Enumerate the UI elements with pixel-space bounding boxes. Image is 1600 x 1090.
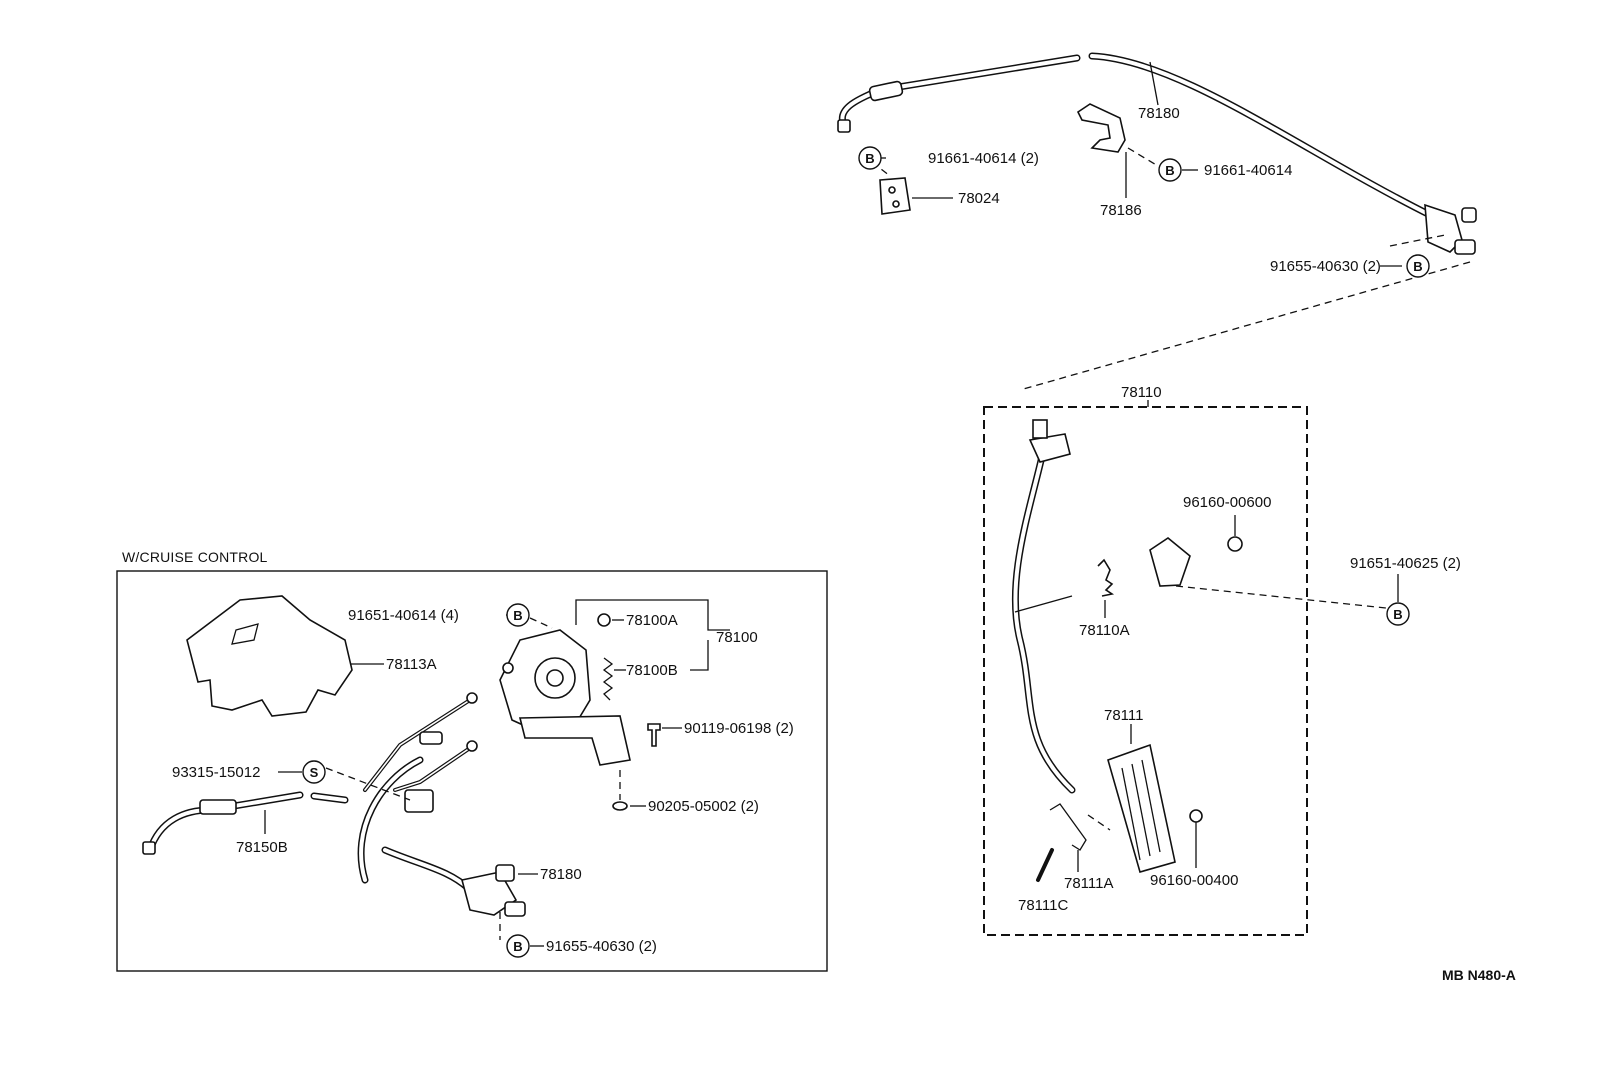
label-91651-40625: 91651-40625 (2) — [1350, 555, 1461, 572]
cruise-control-box — [116, 570, 828, 972]
marker-b-label: B — [1413, 259, 1422, 274]
leader-93315-dash — [325, 767, 411, 801]
marker-b-cruise-top: B — [506, 603, 530, 627]
bracket-plate-icon — [1149, 537, 1191, 587]
label-91661-40614: 91661-40614 — [1204, 162, 1292, 179]
marker-b-label: B — [513, 608, 522, 623]
label-78111C: 78111C — [1018, 897, 1068, 914]
bracket-78024-hole-2-icon — [892, 200, 900, 208]
pin-78111C-icon — [1036, 848, 1054, 882]
label-78111A: 78111A — [1064, 875, 1114, 892]
label-78024: 78024 — [958, 190, 1000, 207]
label-78180-top: 78180 — [1138, 105, 1180, 122]
nut-96160-00400-icon — [1189, 809, 1203, 823]
pedal-assembly-box — [983, 406, 1308, 936]
section-title: W/CRUISE CONTROL — [122, 549, 268, 565]
clip-78100A-icon — [597, 613, 611, 627]
bracket-78100-group — [575, 599, 730, 631]
cover-78113A — [186, 595, 353, 717]
marker-b-label: B — [1393, 607, 1402, 622]
label-78186: 78186 — [1100, 202, 1142, 219]
marker-b-label: B — [1165, 163, 1174, 178]
pedal-lever — [1011, 419, 1076, 794]
cover-78113A-window — [231, 623, 259, 645]
spring-78110A-icon — [1097, 558, 1115, 597]
label-93315-15012: 93315-15012 — [172, 764, 260, 781]
bracket-78024 — [879, 177, 911, 215]
accelerator-cable-top — [837, 52, 1477, 255]
label-78100B: 78100B — [626, 662, 678, 679]
leader-spring-pad — [1087, 814, 1111, 831]
bracket-78024-hole-icon — [888, 186, 896, 194]
cruise-cables — [142, 692, 478, 894]
label-91651-40614-4: 91651-40614 (4) — [348, 607, 459, 624]
marker-b-cruise-bottom: B — [506, 934, 530, 958]
bolt-90119-06198-icon — [647, 723, 661, 747]
marker-b-right: B — [1386, 602, 1410, 626]
marker-s-label: S — [310, 765, 319, 780]
spring-78100B-icon — [602, 657, 614, 701]
marker-b-label: B — [513, 939, 522, 954]
marker-b-top-left: B — [858, 146, 882, 170]
diagram-code: MB N480-A — [1442, 967, 1516, 983]
bracket-78100-group-lower — [690, 640, 709, 671]
leader-91651-40614-4-dash — [529, 617, 553, 629]
label-78113A: 78113A — [386, 656, 437, 673]
pedal-shaft — [1014, 595, 1073, 613]
nut-96160-00600-icon — [1227, 536, 1243, 552]
leader-91651-40625 — [1175, 585, 1387, 609]
pedal-pad — [1107, 724, 1176, 873]
top-leader-lines — [871, 61, 1471, 391]
label-96160-00600: 96160-00600 — [1183, 494, 1271, 511]
cable-end-78180 — [461, 864, 526, 917]
clamp-78186 — [1076, 103, 1126, 153]
label-78180-bottom: 78180 — [540, 866, 582, 883]
label-91655-40630-bottom: 91655-40630 (2) — [546, 938, 657, 955]
label-91655-40630-top: 91655-40630 (2) — [1270, 258, 1381, 275]
marker-s: S — [302, 760, 326, 784]
label-78111: 78111 — [1104, 707, 1144, 724]
actuator-78100 — [499, 629, 631, 766]
label-90119-06198: 90119-06198 (2) — [684, 720, 794, 737]
label-78100: 78100 — [716, 629, 758, 646]
spring-78111A-icon — [1049, 803, 1087, 851]
marker-b-top-right: B — [1406, 254, 1430, 278]
marker-b-top-mid: B — [1158, 158, 1182, 182]
label-90205-05002: 90205-05002 (2) — [648, 798, 759, 815]
label-96160-00400: 96160-00400 — [1150, 872, 1238, 889]
label-78110: 78110 — [1121, 384, 1162, 401]
label-78110A: 78110A — [1079, 622, 1130, 639]
label-91661-40614-2: 91661-40614 (2) — [928, 150, 1039, 167]
marker-b-label: B — [865, 151, 874, 166]
label-78100A: 78100A — [626, 612, 678, 629]
washer-90205-05002-icon — [612, 801, 628, 811]
label-78150B: 78150B — [236, 839, 288, 856]
